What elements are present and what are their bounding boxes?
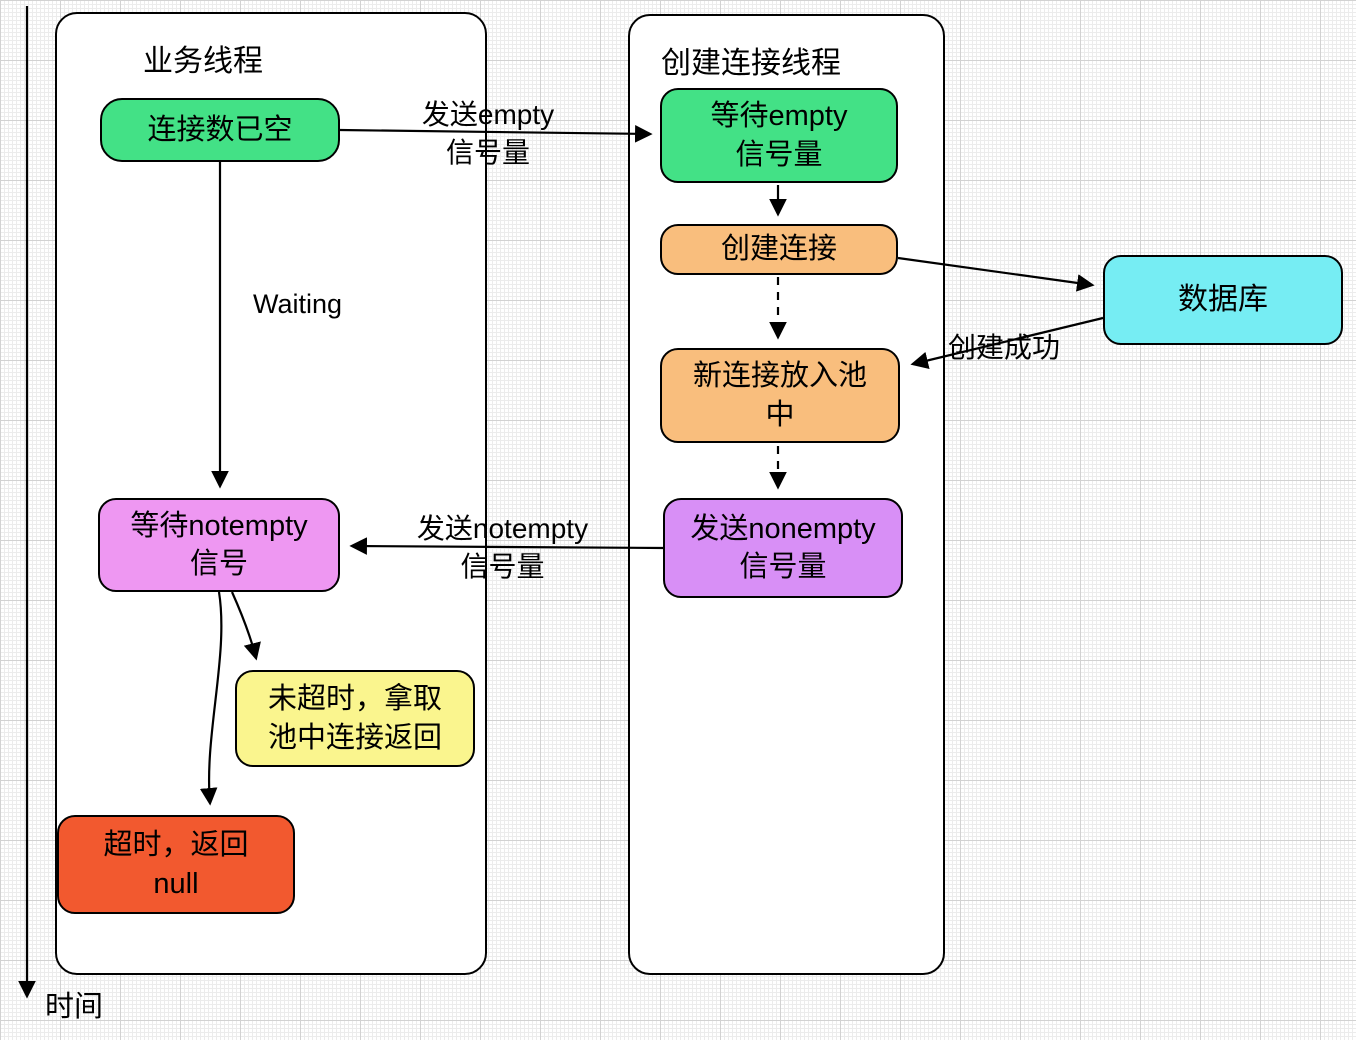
- node-connection-count-empty: 连接数已空: [100, 98, 340, 162]
- lane-title-business: 业务线程: [143, 45, 263, 78]
- edge-label-waiting: Waiting: [253, 289, 343, 319]
- lane-title-creator: 创建连接线程: [661, 47, 841, 80]
- edge-label-create-success: 创建成功: [948, 332, 1061, 363]
- node-label-line: 信号量: [739, 551, 827, 583]
- node-label-line: 未超时，拿取: [267, 683, 442, 716]
- node-label-line: 中: [765, 398, 795, 431]
- node-label-line: 等待empty: [710, 100, 848, 133]
- node-database: 数据库: [1103, 255, 1343, 345]
- node-label-line: 连接数已空: [147, 113, 293, 146]
- time-axis-label: 时间: [45, 991, 104, 1023]
- node-label-line: 超时，返回: [103, 829, 249, 862]
- node-not-timeout-take-connection: 未超时，拿取 池中连接返回: [235, 670, 475, 767]
- node-send-nonempty-semaphore: 发送nonempty 信号量: [663, 498, 903, 598]
- edge-label-line: 信号量: [445, 136, 530, 168]
- node-create-connection: 创建连接: [660, 224, 898, 275]
- node-label-line: null: [153, 867, 199, 900]
- node-label-line: 发送nonempty: [690, 512, 876, 545]
- node-label-line: 创建连接: [720, 233, 837, 266]
- edge-label-line: 发送notempty: [416, 513, 589, 544]
- node-label-line: 信号量: [735, 138, 823, 171]
- node-timeout-return-null: 超时，返回 null: [57, 815, 295, 914]
- edge-label-line: 发送empty: [421, 99, 555, 130]
- node-label-line: 新连接放入池: [692, 360, 867, 393]
- edge-label-line: 信号量: [460, 550, 545, 582]
- node-put-new-connection-in-pool: 新连接放入池 中: [660, 348, 900, 443]
- node-wait-notempty-signal: 等待notempty 信号: [98, 498, 340, 592]
- node-label-line: 等待notempty: [130, 509, 308, 542]
- edge-label-send-empty: 发送empty 信号量: [398, 96, 578, 172]
- node-wait-empty-semaphore: 等待empty 信号量: [660, 88, 898, 183]
- node-label-line: 数据库: [1178, 283, 1268, 317]
- edge-label-send-notempty: 发送notempty 信号量: [400, 510, 605, 586]
- lane-business-thread: [55, 12, 487, 975]
- node-label-line: 信号: [189, 548, 248, 580]
- node-label-line: 池中连接返回: [267, 721, 442, 754]
